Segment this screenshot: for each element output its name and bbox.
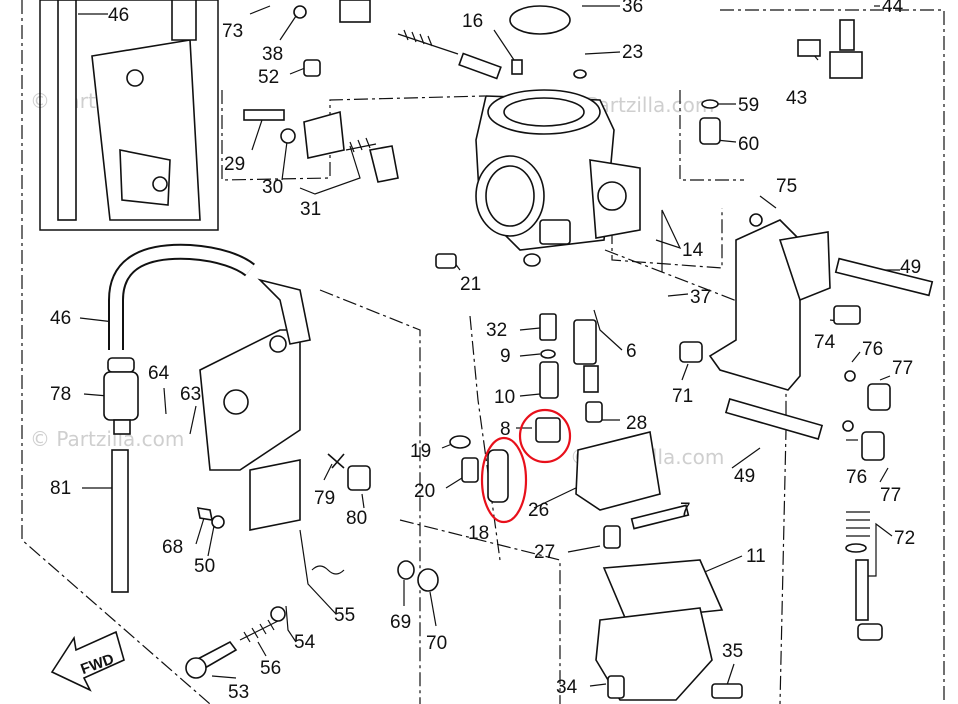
fwd-arrow: FWD <box>50 630 125 692</box>
callout-label: 6 <box>626 341 637 362</box>
throttle-bracket <box>185 278 439 679</box>
callout-labels: 46 73 38 52 16 36 23 44 43 59 60 29 30 3… <box>50 0 921 703</box>
callout-label: 60 <box>738 134 759 155</box>
callout-label: 78 <box>50 384 71 405</box>
assembly-borders <box>21 0 945 704</box>
callout-label: 81 <box>50 478 71 499</box>
callout-label: 76 <box>846 467 867 488</box>
callout-label: 20 <box>414 481 435 502</box>
callout-label: 46 <box>108 5 129 26</box>
callout-label: 59 <box>738 95 759 116</box>
callout-label: 50 <box>194 556 215 577</box>
inset-throttle-linkage <box>57 0 201 221</box>
callout-label: 53 <box>228 682 249 703</box>
callout-label: 10 <box>494 387 515 408</box>
callout-label: 80 <box>346 508 367 529</box>
callout-label: 44 <box>882 0 904 17</box>
callout-label: 8 <box>500 419 511 440</box>
callout-label: 29 <box>224 154 245 175</box>
callout-label: 49 <box>900 257 921 278</box>
callout-label: 71 <box>672 386 693 407</box>
callout-label: 43 <box>786 88 807 109</box>
callout-label: 21 <box>460 274 481 295</box>
callout-label: 69 <box>390 612 411 633</box>
callout-label: 18 <box>468 523 489 544</box>
callout-label: 16 <box>462 11 483 32</box>
callout-label: 77 <box>880 485 901 506</box>
callout-label: 28 <box>626 413 647 434</box>
callout-label: 32 <box>486 320 507 341</box>
callout-label: 7 <box>680 500 691 521</box>
callout-label: 46 <box>50 308 71 329</box>
callout-label: 77 <box>892 358 913 379</box>
callout-label: 14 <box>682 240 704 261</box>
highlight-part-18 <box>480 436 528 524</box>
callout-label: 9 <box>500 346 511 367</box>
leader-lines <box>78 5 900 689</box>
callout-label: 35 <box>722 641 743 662</box>
jet-column <box>449 313 743 701</box>
callout-label: 79 <box>314 488 335 509</box>
callout-label: 55 <box>334 605 355 626</box>
callout-label: 30 <box>262 177 283 198</box>
callout-label: 34 <box>556 677 578 698</box>
carburetor-body <box>435 89 641 269</box>
callout-label: 74 <box>814 332 836 353</box>
callout-label: 27 <box>534 542 555 563</box>
callout-label: 56 <box>260 658 281 679</box>
callout-label: 76 <box>862 339 883 360</box>
callout-label: 26 <box>528 500 549 521</box>
callout-label: 23 <box>622 42 643 63</box>
callout-label: 36 <box>622 0 643 17</box>
callout-label: 11 <box>746 546 766 567</box>
callout-label: 49 <box>734 466 755 487</box>
callout-label: 54 <box>294 632 316 653</box>
callout-label: 38 <box>262 44 283 65</box>
callout-label: 70 <box>426 633 447 654</box>
callout-label: 19 <box>410 441 431 462</box>
callout-label: 31 <box>300 199 321 220</box>
callout-label: 75 <box>776 176 797 197</box>
callout-label: 64 <box>148 363 170 384</box>
watermark-text: © Partzilla.com <box>30 427 184 451</box>
hose-and-filter <box>103 243 255 593</box>
linkage-plate <box>679 213 934 641</box>
callout-label: 72 <box>894 528 915 549</box>
callout-label: 37 <box>690 287 711 308</box>
callout-label: 63 <box>180 384 201 405</box>
highlight-marks <box>480 408 572 524</box>
callout-label: 68 <box>162 537 183 558</box>
callout-label: 52 <box>258 67 279 88</box>
highlight-part-8 <box>518 408 572 464</box>
top-small-parts <box>243 0 863 183</box>
callout-label: 73 <box>222 21 243 42</box>
